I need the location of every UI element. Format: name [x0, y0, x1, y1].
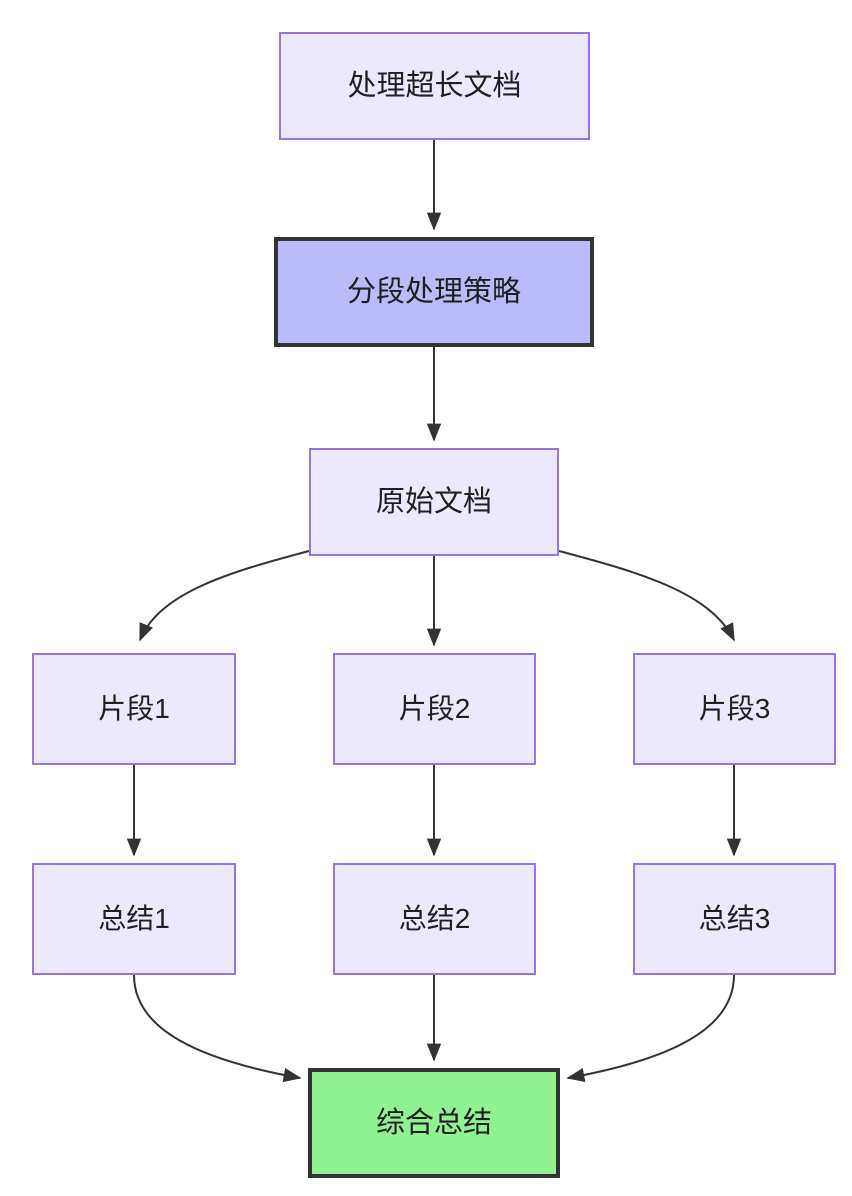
- node-root-label: 处理超长文档: [347, 69, 522, 102]
- node-summary-1[interactable]: 总结1: [32, 863, 236, 975]
- node-strategy-label: 分段处理策略: [346, 275, 521, 308]
- node-final-summary-label: 综合总结: [375, 1106, 492, 1139]
- node-strategy[interactable]: 分段处理策略: [274, 237, 594, 347]
- edge-sum3-to-final: [566, 974, 735, 1083]
- node-summary-3[interactable]: 总结3: [633, 863, 836, 975]
- node-root[interactable]: 处理超长文档: [279, 32, 590, 140]
- node-summary-1-label: 总结1: [98, 903, 170, 935]
- node-chunk-1-label: 片段1: [98, 693, 170, 725]
- edge-source-to-chunk3: [558, 550, 735, 642]
- node-final-summary[interactable]: 综合总结: [308, 1068, 560, 1178]
- node-source-document[interactable]: 原始文档: [309, 448, 559, 556]
- node-summary-3-label: 总结3: [698, 903, 771, 935]
- edge-sum1-to-final: [133, 974, 302, 1083]
- node-source-document-label: 原始文档: [375, 485, 492, 518]
- node-chunk-3-label: 片段3: [698, 693, 771, 725]
- node-chunk-3[interactable]: 片段3: [633, 653, 836, 765]
- node-summary-2-label: 总结2: [398, 903, 471, 935]
- node-chunk-2[interactable]: 片段2: [333, 653, 536, 765]
- node-chunk-1[interactable]: 片段1: [32, 653, 236, 765]
- node-chunk-2-label: 片段2: [398, 693, 471, 725]
- edge-source-to-chunk1: [139, 550, 310, 642]
- node-summary-2[interactable]: 总结2: [333, 863, 536, 975]
